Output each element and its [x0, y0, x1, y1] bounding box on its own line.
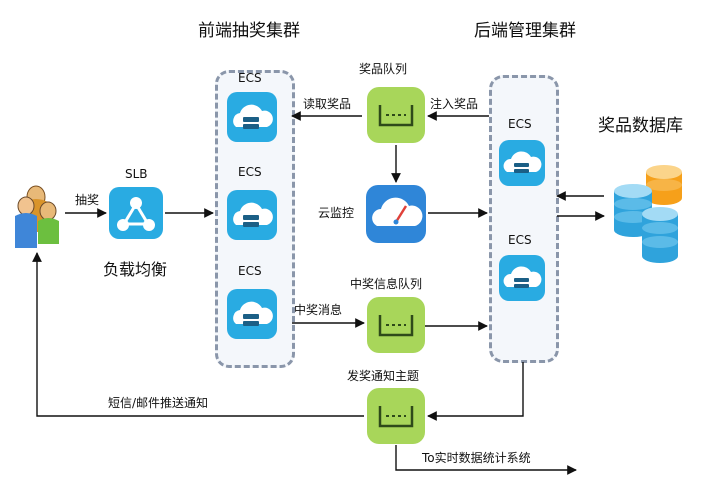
- message-queue-icon[interactable]: [367, 388, 425, 444]
- users-group-icon[interactable]: [15, 185, 59, 248]
- load-balance-label: 负载均衡: [103, 260, 168, 279]
- edge-label-sms-mail: 短信/邮件推送通知: [108, 396, 209, 410]
- message-queue-icon[interactable]: [367, 87, 425, 143]
- winning-queue-label: 中奖信息队列: [350, 277, 423, 291]
- edge-label-to-stats: To实时数据统计系统: [422, 451, 531, 465]
- notify-topic-label: 发奖通知主题: [347, 369, 420, 383]
- edge-notify-to-users: [32, 252, 364, 417]
- cloud-server-icon[interactable]: [227, 289, 277, 339]
- prize-queue-label: 奖品队列: [359, 62, 408, 76]
- cloud-server-icon[interactable]: [499, 140, 545, 186]
- cloud-server-icon[interactable]: [227, 92, 277, 142]
- edge-label-inject-prize: 注入奖品: [430, 97, 479, 111]
- cloud-monitor-label: 云监控: [318, 206, 355, 220]
- cloud-server-icon[interactable]: [499, 255, 545, 301]
- backend-cluster-title: 后端管理集群: [474, 21, 576, 41]
- ecs-label: ECS: [238, 71, 262, 85]
- prize-db-title: 奖品数据库: [598, 116, 683, 136]
- ecs-label: ECS: [508, 117, 532, 131]
- backend-cluster-box: [489, 75, 559, 363]
- edge-notify-to-stats: [395, 445, 577, 475]
- database-icon[interactable]: [614, 165, 682, 263]
- ecs-label: ECS: [238, 264, 262, 278]
- edge-label-read-prize: 读取奖品: [303, 97, 352, 111]
- ecs-label: ECS: [238, 165, 262, 179]
- edge-label-draw: 抽奖: [75, 193, 100, 207]
- cloud-server-icon[interactable]: [227, 190, 277, 240]
- load-balancer-icon[interactable]: [109, 187, 163, 239]
- edge-label-winning-msg: 中奖消息: [294, 303, 343, 317]
- slb-label: SLB: [125, 167, 148, 181]
- cloud-monitor-icon[interactable]: [366, 185, 426, 243]
- frontend-cluster-title: 前端抽奖集群: [198, 21, 300, 41]
- message-queue-icon[interactable]: [367, 297, 425, 353]
- ecs-label: ECS: [508, 233, 532, 247]
- edge-backend-to-notify: [427, 362, 524, 421]
